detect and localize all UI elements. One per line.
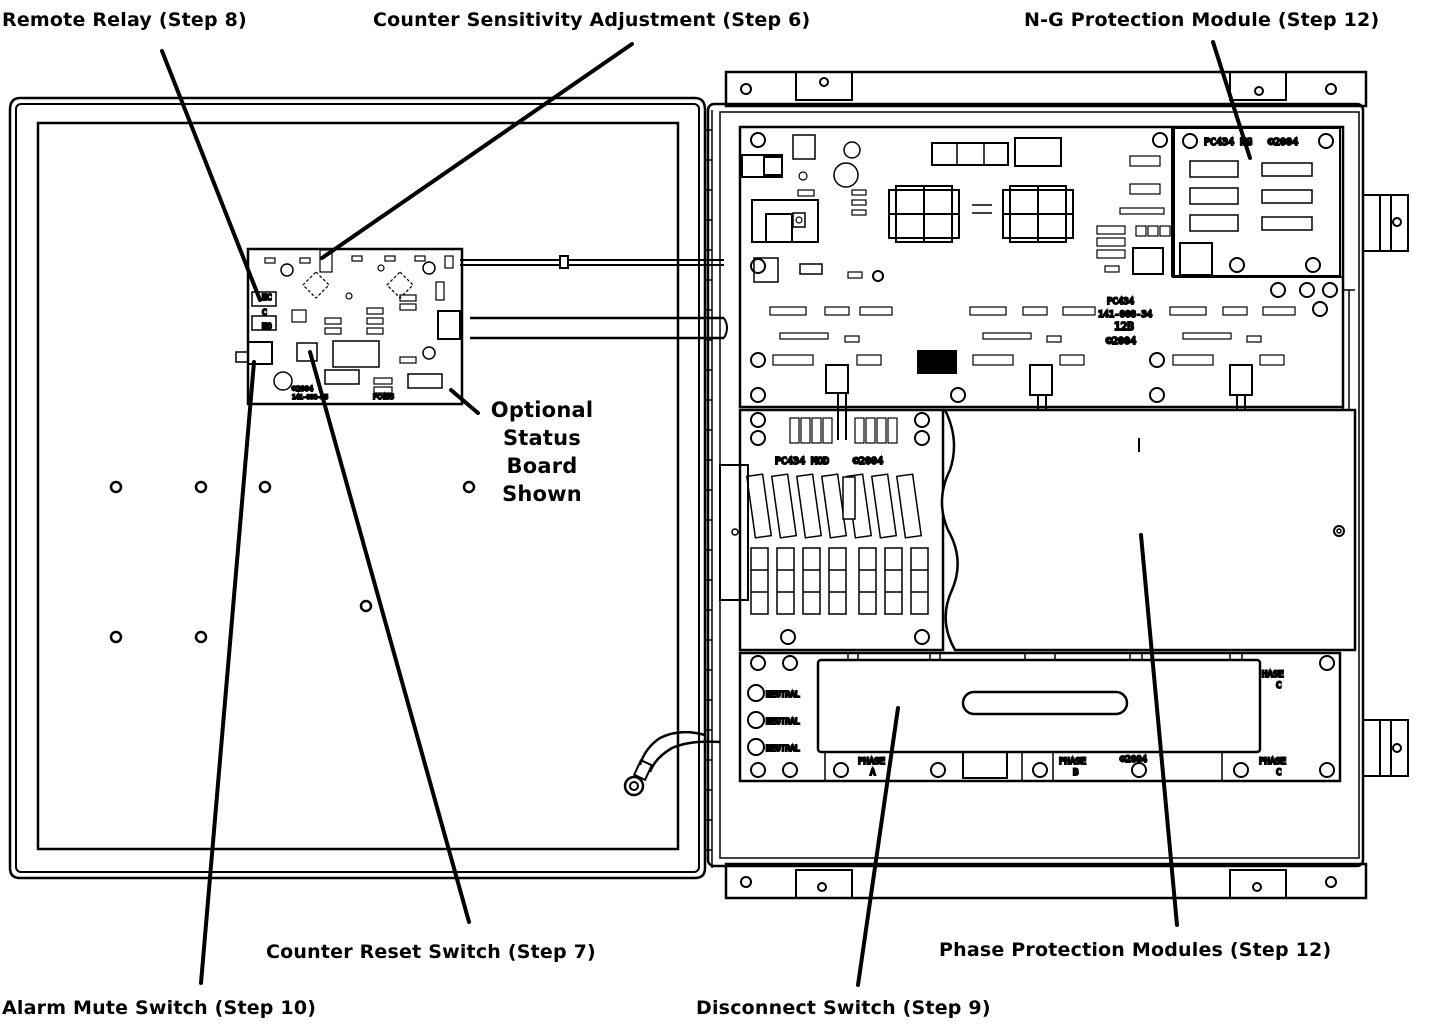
svg-text:C: C: [1276, 768, 1281, 778]
sensitivity-potentiometer: [319, 249, 333, 273]
disconnect-switch: [816, 658, 1262, 754]
door-screw: [258, 480, 272, 494]
svg-text:PC434 NG: PC434 NG: [1204, 137, 1252, 148]
callout-remote-relay: Remote Relay (Step 8): [2, 9, 247, 31]
svg-text:©2004: ©2004: [1106, 336, 1136, 347]
callout-ng-protection: N-G Protection Module (Step 12): [1024, 9, 1380, 31]
svg-text:NEUTRAL: NEUTRAL: [766, 690, 800, 699]
status-board: NC C NO ©2004 141-008-35 PC435: [235, 247, 464, 406]
ng-protection-module: PC434 NG ©2004: [1173, 127, 1341, 277]
svg-text:PC434 MOD: PC434 MOD: [775, 456, 829, 467]
module-cover: [940, 289, 1357, 652]
leader-lines: [160, 40, 1252, 987]
remote-relay: [251, 291, 277, 307]
status-board-line-4: Shown: [502, 482, 582, 506]
svg-text:PC435: PC435: [373, 393, 394, 401]
svg-text:PHASE: PHASE: [1259, 757, 1286, 767]
leader-status-board: [449, 388, 480, 415]
door-screw: [109, 630, 123, 644]
enclosure-door: [8, 96, 707, 880]
status-board-line-2: Status: [502, 426, 582, 450]
status-board-line-3: Board: [506, 454, 578, 478]
svg-text:141-008-35: 141-008-35: [292, 394, 329, 401]
ribbon-cable: [460, 255, 728, 340]
svg-text:C: C: [1276, 681, 1281, 691]
display-block: [917, 350, 957, 374]
counter-reset-switch: [296, 342, 318, 362]
callout-status-board: Optional Status Board Shown: [477, 396, 607, 508]
svg-text:PHASE: PHASE: [1059, 757, 1086, 767]
control-board: PC434 141-008-34 12B ©2004: [738, 125, 1345, 440]
alarm-mute-switch: [235, 351, 249, 363]
status-board-line-1: Optional: [490, 398, 594, 422]
ground-wire: [623, 730, 721, 797]
svg-text:12B: 12B: [1114, 320, 1134, 333]
leader-ng-protection: [1211, 40, 1252, 160]
svg-text:141-008-34: 141-008-34: [1098, 310, 1152, 320]
svg-text:B: B: [1073, 768, 1078, 778]
svg-text:©2004: ©2004: [1268, 137, 1298, 148]
door-screw: [194, 480, 208, 494]
leader-counter-reset: [308, 350, 471, 924]
svg-text:©2004: ©2004: [1120, 755, 1147, 765]
door-screw: [109, 480, 123, 494]
svg-text:NC: NC: [262, 293, 272, 302]
svg-text:NEUTRAL: NEUTRAL: [766, 717, 800, 726]
callout-disconnect: Disconnect Switch (Step 9): [696, 997, 991, 1019]
mod-board: PC434 MOD ©2004: [719, 408, 945, 652]
leader-counter-sensitivity: [320, 42, 634, 260]
svg-text:A: A: [870, 768, 876, 778]
door-screw: [194, 630, 208, 644]
svg-text:NO: NO: [262, 322, 272, 331]
leader-disconnect: [856, 706, 900, 987]
svg-text:©2004: ©2004: [853, 456, 883, 467]
door-screw: [359, 599, 373, 613]
svg-text:PC434: PC434: [1107, 297, 1134, 307]
svg-text:HASE: HASE: [1262, 670, 1284, 680]
door-screw: [462, 480, 476, 494]
callout-phase-protection: Phase Protection Modules (Step 12): [939, 939, 1332, 961]
callout-counter-sensitivity: Counter Sensitivity Adjustment (Step 6): [373, 9, 811, 31]
svg-text:PHASE: PHASE: [858, 757, 885, 767]
callout-counter-reset: Counter Reset Switch (Step 7): [266, 941, 596, 963]
callout-alarm-mute: Alarm Mute Switch (Step 10): [2, 997, 317, 1019]
leader-alarm-mute: [199, 360, 256, 985]
leader-phase-protection: [1139, 533, 1179, 927]
terminal-strip: NEUTRAL NEUTRAL NEUTRAL PHASE A PHASE B …: [738, 651, 1342, 783]
svg-text:©2004: ©2004: [292, 385, 313, 393]
svg-text:NEUTRAL: NEUTRAL: [766, 744, 800, 753]
svg-text:C: C: [262, 308, 267, 317]
leader-remote-relay: [160, 49, 262, 302]
